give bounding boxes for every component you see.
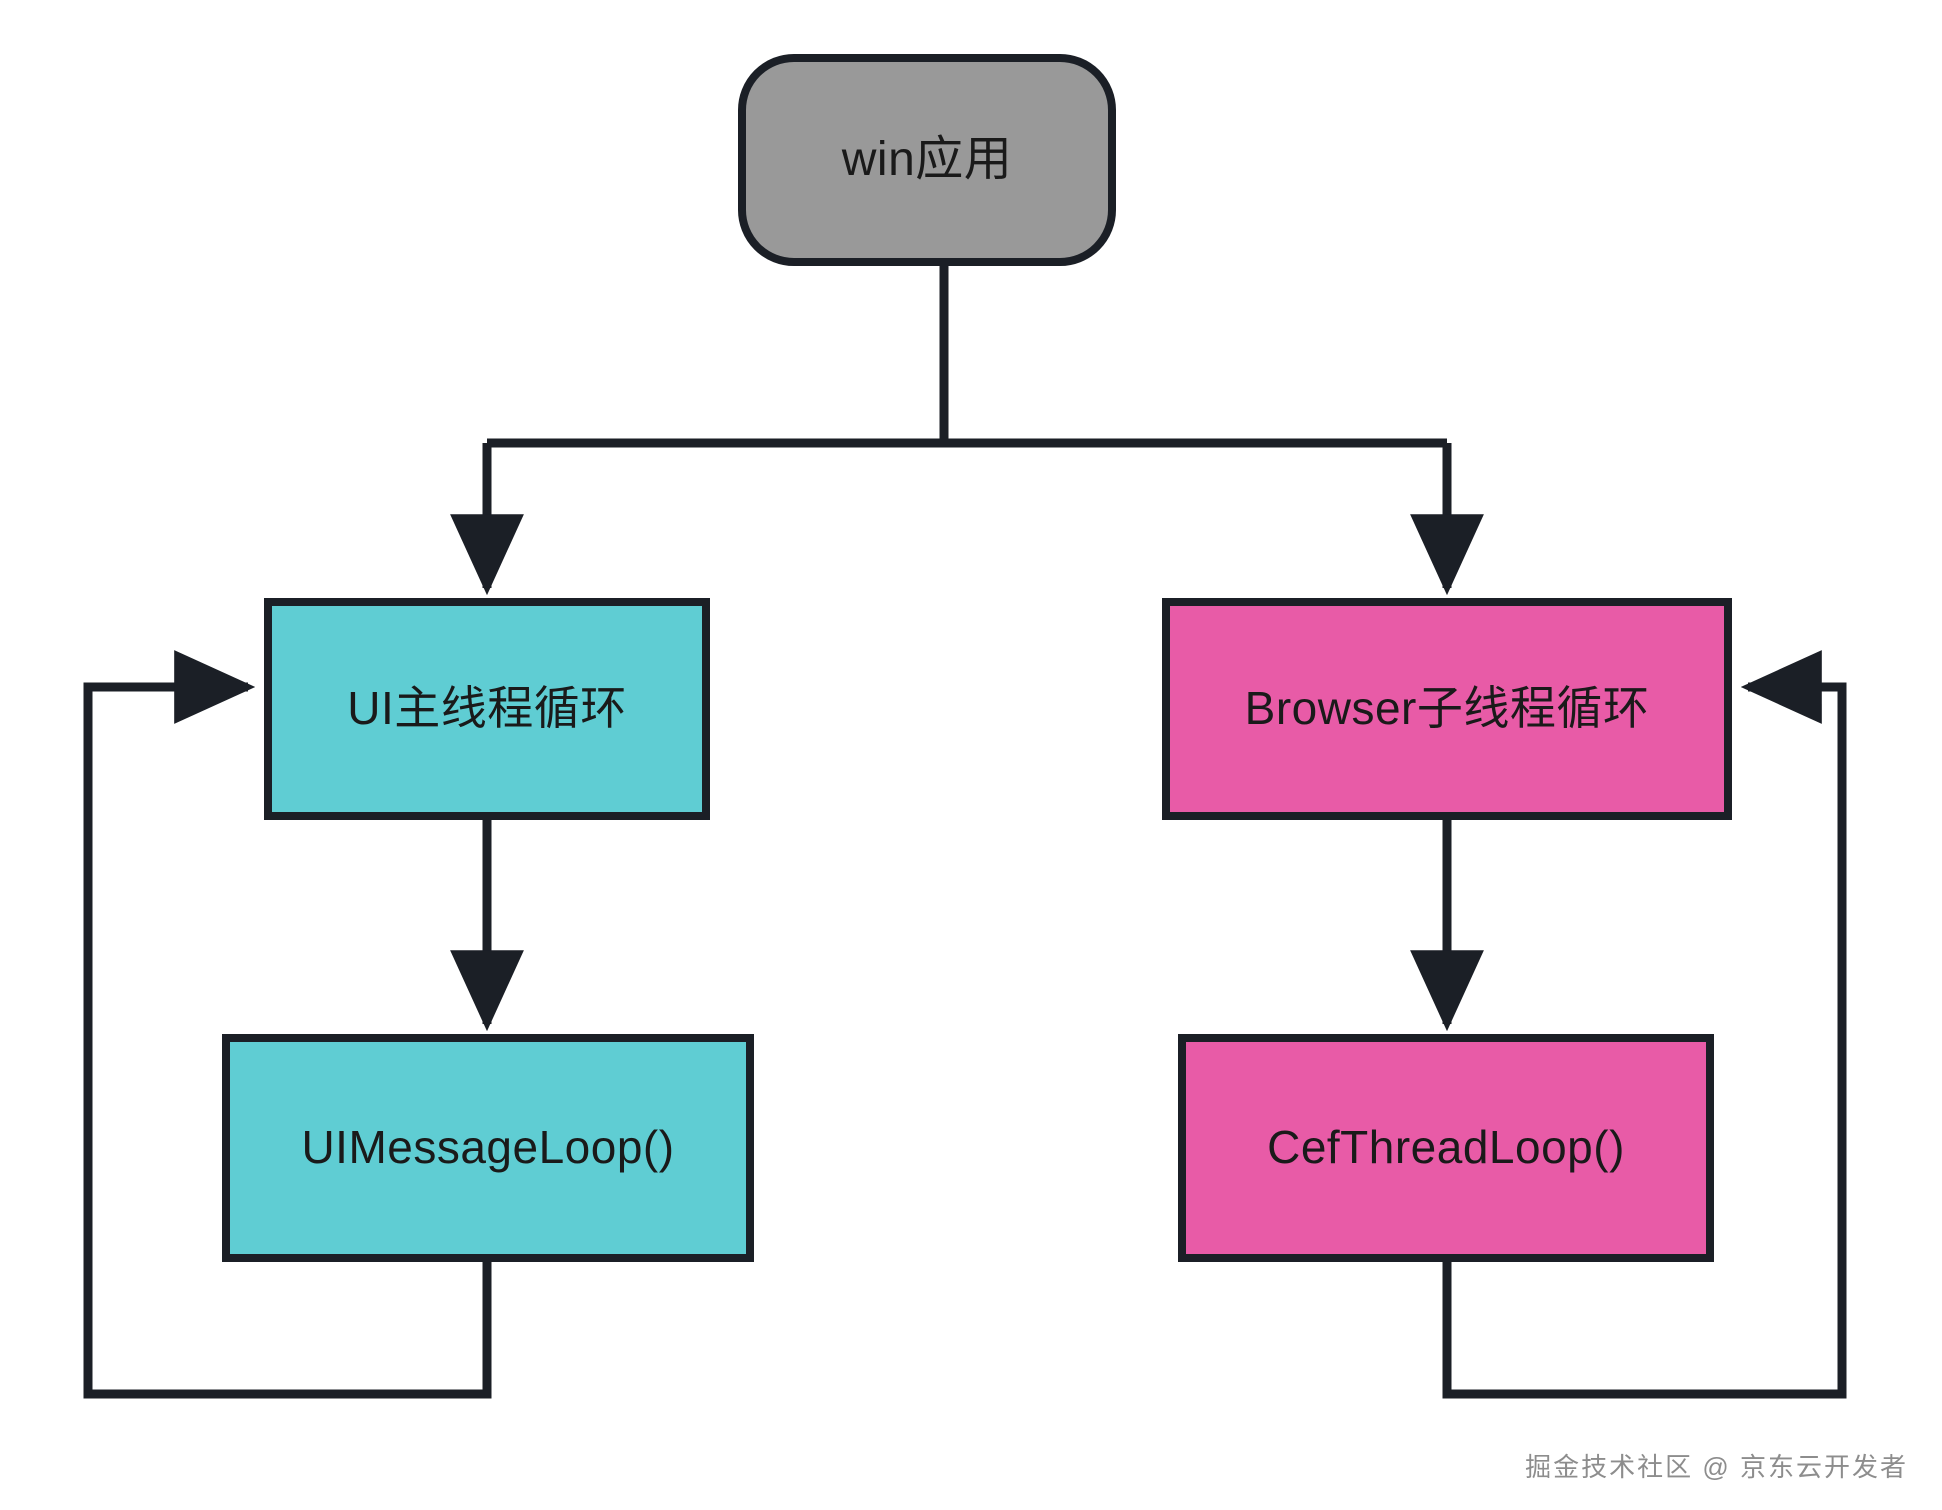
node-ui-main-thread-loop[interactable]: UI主线程循环 [264,598,710,820]
node-ui-message-loop-label: UIMessageLoop() [301,1121,675,1174]
node-ui-main-thread-loop-label: UI主线程循环 [347,682,627,735]
node-cef-thread-loop[interactable]: CefThreadLoop() [1178,1034,1714,1262]
node-win-application[interactable]: win应用 [738,54,1116,266]
node-win-application-label: win应用 [841,133,1013,187]
node-cef-thread-loop-label: CefThreadLoop() [1267,1121,1625,1174]
node-ui-message-loop[interactable]: UIMessageLoop() [222,1034,754,1262]
edge-ui-message-loop-feedback [83,650,492,1399]
watermark-text: 掘金技术社区 @ 京东云开发者 [1525,1452,1908,1482]
node-browser-child-thread-loop-label: Browser子线程循环 [1244,682,1650,735]
node-browser-child-thread-loop[interactable]: Browser子线程循环 [1162,598,1732,820]
edge-cef-thread-loop-feedback [1442,650,1847,1399]
